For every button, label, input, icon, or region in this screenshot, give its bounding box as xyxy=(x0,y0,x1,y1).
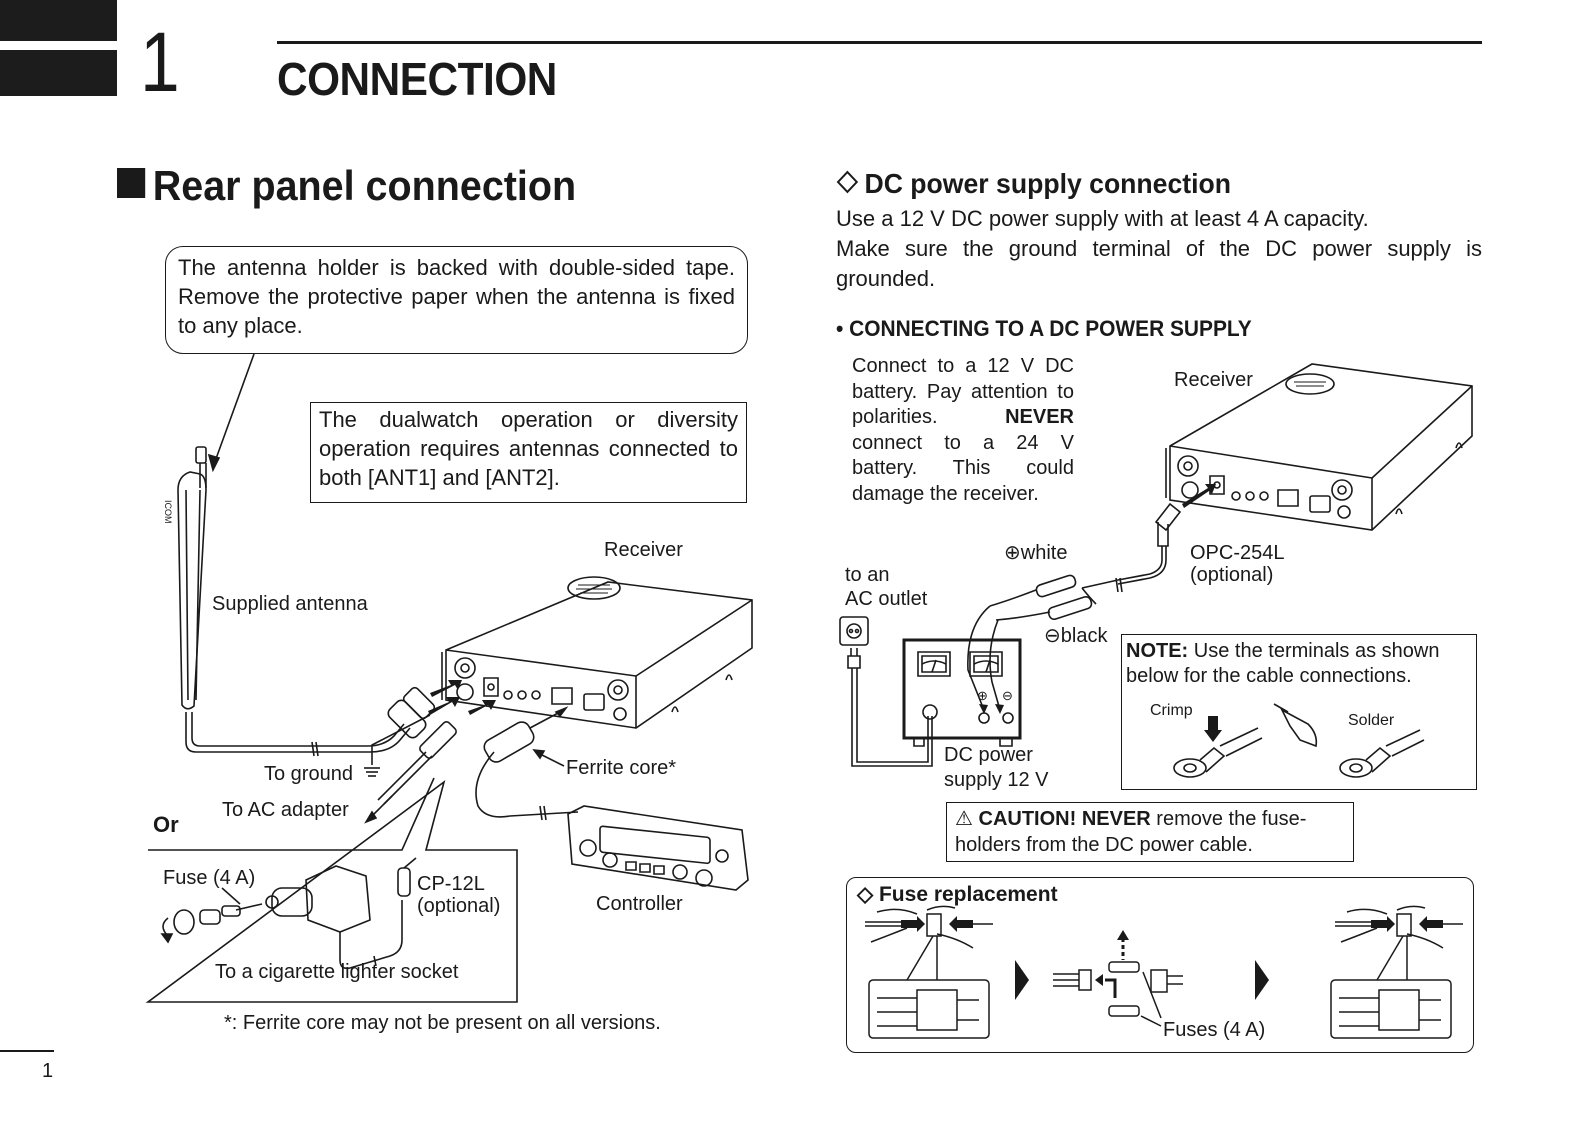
body-paragraph: Make sure the ground terminal of the DC … xyxy=(836,236,1482,291)
label-receiver-left: Receiver xyxy=(604,539,683,561)
label-to-ac-adapter: To AC adapter xyxy=(222,799,349,821)
label-dc-power: DC power xyxy=(944,744,1033,766)
cigarette-adapter-icon xyxy=(162,858,416,968)
chapter-number: 1 xyxy=(140,15,180,109)
dc-plug-icon xyxy=(366,720,458,822)
label-opc254l: OPC-254L xyxy=(1190,542,1285,564)
label-crimp: Crimp xyxy=(1150,702,1193,719)
controller-icon xyxy=(568,806,748,890)
label-minus-terminal: ⊖ xyxy=(1002,688,1013,703)
label-supply-12v: supply 12 V xyxy=(944,769,1049,791)
label-or: Or xyxy=(153,812,179,837)
warning-before: Connect to a 12 V DC battery. Pay attent… xyxy=(852,355,1074,428)
note-text: Use the terminals as shown below for the… xyxy=(1126,640,1440,687)
chapter-title: CONNECTION xyxy=(277,53,557,105)
warning-emphasis: NEVER xyxy=(1005,406,1074,428)
next-step-arrow-icon xyxy=(1255,960,1269,1000)
body-paragraph: Use a 12 V DC power supply with at least… xyxy=(836,206,1369,231)
note-label: NOTE: xyxy=(1126,640,1189,662)
label-to-an: to an xyxy=(845,564,890,586)
caution-box: ⚠ CAUTION! NEVER remove the fuse-holders… xyxy=(946,802,1354,862)
chapter-rule xyxy=(277,41,1482,44)
fuse-replacement-panel: ◇ Fuse replacement xyxy=(846,877,1474,1053)
wire-arrow-plus xyxy=(979,704,988,714)
receiver-right-icon xyxy=(1166,364,1472,530)
fuse-replacement-title: ◇ Fuse replacement xyxy=(857,883,1058,906)
subsection-title-connecting: • CONNECTING TO A DC POWER SUPPLY xyxy=(836,316,1252,341)
label-fuses: Fuses (4 A) xyxy=(1163,1019,1266,1041)
label-ac-outlet: AC outlet xyxy=(845,588,928,610)
leader-arrowhead xyxy=(209,455,219,470)
label-fuse: Fuse (4 A) xyxy=(163,867,256,889)
fuse-step-3-icon xyxy=(1331,906,1463,1038)
ferrite-core-icon xyxy=(476,708,578,820)
label-cp12l-optional: (optional) xyxy=(417,895,501,917)
fuse-replacement-illustration xyxy=(847,878,1475,1054)
wire-arrow-minus xyxy=(995,704,1004,714)
label-white-wire: ⊕white xyxy=(1004,542,1068,564)
label-solder: Solder xyxy=(1348,712,1395,729)
label-plus-terminal: ⊕ xyxy=(977,688,988,703)
fuse-step-1-icon xyxy=(865,906,993,1038)
page-number: 1 xyxy=(42,1060,54,1082)
note-box: NOTE: Use the terminals as shown below f… xyxy=(1121,634,1477,790)
dc-cable-icon xyxy=(968,504,1180,710)
filled-square-icon xyxy=(117,168,146,198)
receiver-left-icon xyxy=(442,577,752,728)
chapter-tab-upper xyxy=(0,0,117,41)
section-title-text: DC power supply connection xyxy=(864,168,1232,199)
ac-outlet-icon xyxy=(840,617,932,766)
label-ferrite-core: Ferrite core* xyxy=(566,757,677,779)
next-step-arrow-icon xyxy=(1015,960,1029,1000)
antenna-icon xyxy=(178,447,410,756)
label-to-ground: To ground xyxy=(264,763,353,785)
insert-arrow xyxy=(1182,484,1216,508)
label-supplied-antenna: Supplied antenna xyxy=(212,593,368,615)
callout-dualwatch: The dualwatch operation or diversity ope… xyxy=(310,402,747,503)
label-cp12l: CP-12L xyxy=(417,873,485,895)
label-opc254l-optional: (optional) xyxy=(1190,564,1274,586)
warning-triangle-icon: ⚠ xyxy=(955,808,979,830)
ground-wire-icon xyxy=(364,715,430,776)
section-title-dc-power: DC power supply connection xyxy=(836,168,1231,200)
battery-warning-text: Connect to a 12 V DC battery. Pay attent… xyxy=(852,354,1074,507)
callout-leader-line xyxy=(213,354,254,467)
label-cigarette-socket: To a cigarette lighter socket xyxy=(215,961,459,983)
footnote-ferrite: *: Ferrite core may not be present on al… xyxy=(224,1012,661,1034)
label-controller: Controller xyxy=(596,893,683,915)
chapter-tab-lower xyxy=(0,50,117,96)
section-title-text: Rear panel connection xyxy=(152,162,577,209)
caution-text: remove the fuse-holders from the DC powe… xyxy=(955,808,1307,856)
dc-power-body: Use a 12 V DC power supply with at least… xyxy=(836,204,1482,294)
crimp-terminal-icon xyxy=(1174,716,1262,777)
label-receiver-right: Receiver xyxy=(1174,369,1253,391)
fuse-step-2-icon xyxy=(1053,930,1183,1026)
caution-label: CAUTION! NEVER xyxy=(978,808,1151,830)
section-title-rear-panel: Rear panel connection xyxy=(117,162,576,210)
dc-power-supply-icon xyxy=(904,640,1020,746)
adapter-box-outline xyxy=(148,778,517,1002)
callout-antenna-holder: The antenna holder is backed with double… xyxy=(165,246,748,354)
solder-iron-icon xyxy=(1274,704,1424,777)
label-black-wire: ⊖black xyxy=(1044,625,1108,647)
page-rule xyxy=(0,1050,54,1052)
warning-after: connect to a 24 V battery. This could da… xyxy=(852,431,1074,505)
